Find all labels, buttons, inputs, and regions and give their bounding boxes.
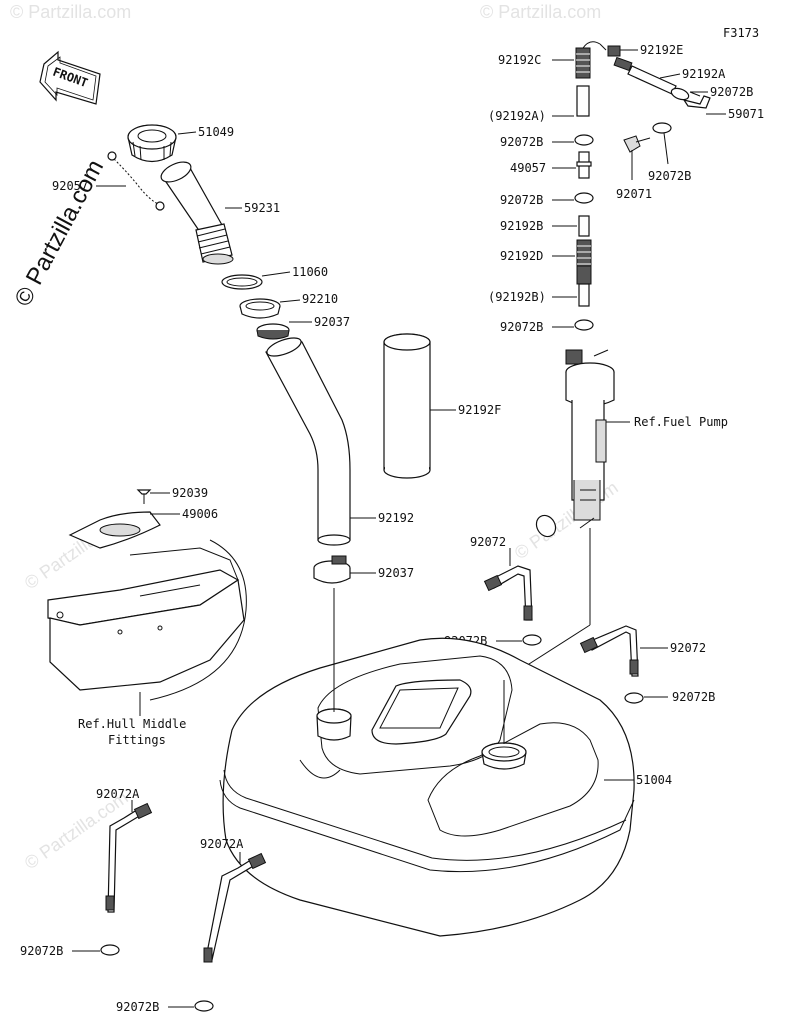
clip-92072B-right	[624, 692, 644, 704]
label-92039: 92039	[172, 486, 208, 500]
clip-92072B-r2	[652, 122, 672, 134]
hose-92192A-paren	[576, 85, 590, 117]
label-92057: 92057	[52, 179, 88, 193]
clip-92072B-l3	[574, 319, 594, 331]
label-51004: 51004	[636, 773, 672, 787]
strap-92072A-2	[203, 852, 267, 963]
label-92072B-r2: 92072B	[648, 169, 691, 183]
label-92192A-paren: (92192A)	[488, 109, 546, 123]
watermark-faint: © Partzilla.com	[511, 477, 622, 563]
label-92072B-bl2: 92072B	[116, 1000, 159, 1014]
label-59231: 59231	[244, 201, 280, 215]
label-92072B-r1: 92072B	[710, 85, 753, 99]
clip-92072B-mid	[522, 634, 542, 646]
filler-neck-59231	[160, 161, 234, 265]
label-92037-mid: 92037	[378, 566, 414, 580]
label-92192F: 92192F	[458, 403, 501, 417]
fitting-49057	[576, 151, 592, 179]
label-92192B: 92192B	[500, 219, 543, 233]
clamp-92037-mid	[313, 555, 351, 584]
label-92071: 92071	[616, 187, 652, 201]
label-92210: 92210	[302, 292, 338, 306]
tether-92057	[107, 151, 165, 211]
watermark-faint: © Partzilla.com	[10, 2, 131, 22]
label-92072B-l2: 92072B	[500, 193, 543, 207]
strap-92072-a	[483, 565, 533, 621]
strap-92072A-1	[105, 802, 153, 913]
label-92072-a: 92072	[470, 535, 506, 549]
hose-92192A	[613, 56, 677, 95]
label-92192C: 92192C	[498, 53, 541, 67]
fuel-cap-51049	[127, 124, 177, 163]
label-92192E: 92192E	[640, 43, 683, 57]
hose-92192B	[578, 215, 590, 237]
label-49057: 49057	[510, 161, 546, 175]
label-92192A: 92192A	[682, 67, 726, 81]
clip-92072B-bl1	[100, 944, 120, 956]
fuel-tank-51004	[219, 637, 635, 937]
label-59071: 59071	[728, 107, 764, 121]
tube-92192F	[383, 333, 431, 479]
label-92192B-paren: (92192B)	[488, 290, 546, 304]
label-92192: 92192	[378, 511, 414, 525]
nut-92210	[239, 298, 281, 319]
strap-92072-b	[579, 625, 639, 677]
label-92192D: 92192D	[500, 249, 543, 263]
hull-middle-fittings	[47, 511, 247, 701]
clip-92072B-l1	[574, 134, 594, 146]
gasket-11060	[221, 274, 263, 290]
label-92072-b: 92072	[670, 641, 706, 655]
label-51049: 51049	[198, 125, 234, 139]
gasket-inner	[226, 277, 258, 287]
fitting-59071	[682, 91, 711, 109]
label-92072B-l3: 92072B	[500, 320, 543, 334]
label-92072B-right: 92072B	[672, 690, 715, 704]
clamp-92037-top	[256, 323, 290, 340]
clip-92072B-r1	[670, 87, 690, 101]
ref-fuel-pump: Ref.Fuel Pump	[634, 415, 728, 429]
screw-92039	[136, 489, 152, 504]
front-arrow-icon: FRONT	[39, 50, 101, 105]
label-92072B-l1: 92072B	[500, 135, 543, 149]
ref-hull-line2: Fittings	[108, 733, 166, 747]
label-92072A-1: 92072A	[96, 787, 140, 801]
fuel-pump	[535, 349, 615, 538]
figure-code: F3173	[723, 26, 759, 40]
clip-92072B-bl2	[194, 1000, 214, 1012]
ref-hull-line1: Ref.Hull Middle	[78, 717, 186, 731]
hose-92192	[265, 337, 351, 546]
watermark-faint: © Partzilla.com	[480, 2, 601, 22]
label-92072B-bl1: 92072B	[20, 944, 63, 958]
label-92037-top: 92037	[314, 315, 350, 329]
spring-92192C	[575, 41, 601, 79]
label-92072A-2: 92072A	[200, 837, 244, 851]
label-11060: 11060	[292, 265, 328, 279]
bolt-92071	[623, 135, 651, 180]
label-49006: 49006	[182, 507, 218, 521]
clip-92072B-l2	[574, 192, 594, 204]
hose-92192B-paren	[576, 265, 592, 307]
spring-92192E	[599, 43, 621, 57]
